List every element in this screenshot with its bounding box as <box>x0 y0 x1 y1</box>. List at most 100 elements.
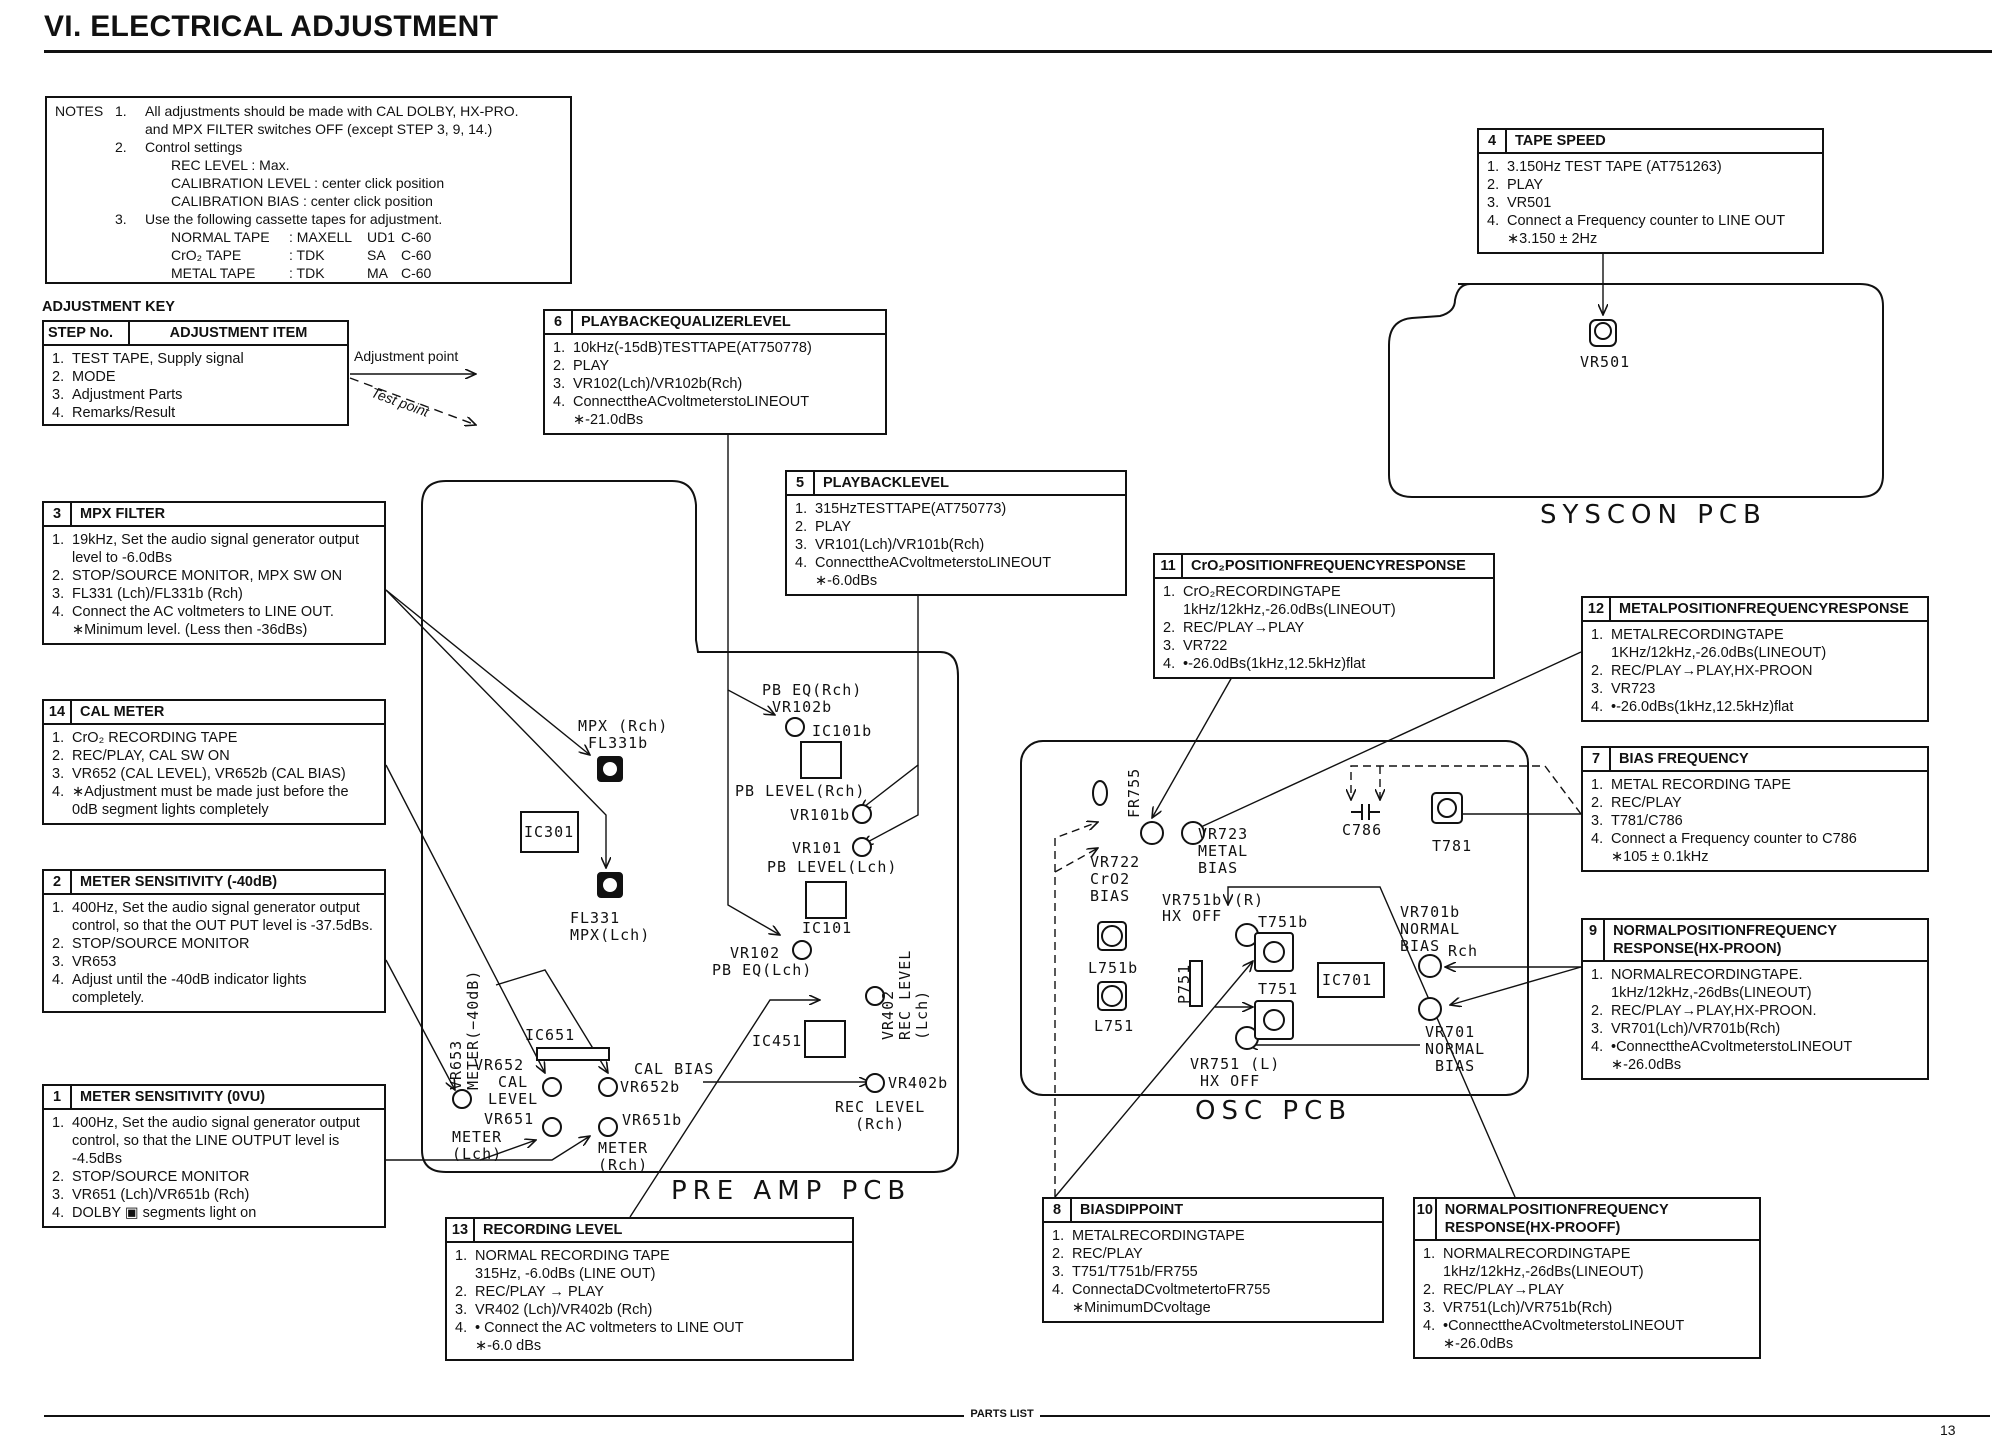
step-item: 4.•-26.0dBs(1kHz,12.5kHz)flat <box>1591 699 1794 715</box>
step-item: 1.19kHz, Set the audio signal generator … <box>52 532 359 566</box>
step-item: ∗105 ± 0.1kHz <box>1611 849 1709 865</box>
step-item: 3.T781/C786 <box>1591 813 1683 829</box>
step-number: 8 <box>1044 1199 1072 1221</box>
label-vr723: VR723 METAL BIAS <box>1198 825 1249 877</box>
step-item: 2.REC/PLAY→PLAY <box>1423 1282 1565 1298</box>
step-title: CrO₂POSITIONFREQUENCYRESPONSE <box>1191 558 1466 574</box>
step-item: 4.ConnecttheACvoltmeterstoLINEOUT <box>795 555 1052 571</box>
adjustment-key-table: STEP No.ADJUSTMENT ITEM 1.TEST TAPE, Sup… <box>42 320 349 426</box>
step-title: RECORDING LEVEL <box>483 1222 623 1238</box>
label-meter-rch: METER (Rch) <box>598 1139 649 1174</box>
capacitor-c786 <box>1351 804 1380 820</box>
step-item: 1kHz/12kHz,-26dBs(LINEOUT) <box>1611 985 1812 1001</box>
step-item: 3.VR751(Lch)/VR751b(Rch) <box>1423 1300 1613 1316</box>
step-item: ∗Minimum level. (Less then -36dBs) <box>72 622 308 638</box>
label-vr651: VR651 <box>484 1110 535 1128</box>
label-l751: L751 <box>1094 1017 1135 1035</box>
label-ic101: IC101 <box>802 919 853 937</box>
step-item: 2.REC/PLAY→PLAY,HX-PROON <box>1591 663 1813 679</box>
step-item: ∗MinimumDCvoltage <box>1072 1300 1211 1316</box>
step-item: 3.T751/T751b/FR755 <box>1052 1264 1198 1280</box>
label-c786: C786 <box>1342 821 1383 839</box>
step-number: 6 <box>545 311 573 333</box>
step-title: NORMALPOSITIONFREQUENCY RESPONSE(HX-PROO… <box>1613 923 1837 957</box>
step-number: 13 <box>447 1219 475 1241</box>
footer-section-label: PARTS LIST <box>970 1408 1034 1420</box>
step-item: 2.REC/PLAY <box>1591 795 1682 811</box>
step-item: ∗-6.0dBs <box>815 573 878 589</box>
label-ic451: IC451 <box>752 1032 803 1050</box>
step-title: METER SENSITIVITY (-40dB) <box>80 874 278 890</box>
step-item: 1.315HzTESTTAPE(AT750773) <box>795 501 1007 517</box>
step-item: 1.3.150Hz TEST TAPE (AT751263) <box>1487 159 1722 175</box>
step-item: 315Hz, -6.0dBs (LINE OUT) <box>475 1266 656 1282</box>
step-item: 4.∗Adjustment must be made just before t… <box>52 784 349 818</box>
step-title: BIASDIPPOINT <box>1080 1202 1184 1218</box>
step-item: 4.• Connect the AC voltmeters to LINE OU… <box>455 1320 744 1336</box>
step-item: 4.•ConnecttheACvoltmeterstoLINEOUT <box>1423 1318 1685 1334</box>
footer-divider-left <box>44 1415 964 1417</box>
label-vr402b: VR402b <box>888 1074 949 1092</box>
step-item: 1.10kHz(-15dB)TESTTAPE(AT750778) <box>553 340 812 356</box>
step-header: 4 TAPE SPEED <box>1479 130 1822 154</box>
step-item: 3.VR652 (CAL LEVEL), VR652b (CAL BIAS) <box>52 766 346 782</box>
step-item: 1kHz/12kHz,-26.0dBs(LINEOUT) <box>1183 602 1396 618</box>
label-fl331: FL331 MPX(Lch) <box>570 909 651 944</box>
step-item: 2.REC/PLAY→PLAY <box>1163 620 1305 636</box>
label-rch: Rch <box>1448 942 1479 960</box>
preamp-pcb-label: PRE AMP PCB <box>671 1176 912 1206</box>
label-vr751: VR751 (L) HX OFF <box>1190 1055 1281 1090</box>
page-title: VI. ELECTRICAL ADJUSTMENT <box>44 10 499 43</box>
label-vr722: VR722 CrO2 BIAS <box>1090 853 1141 905</box>
step-number: 12 <box>1583 598 1611 620</box>
label-t751: T751 <box>1258 980 1299 998</box>
step-item: 4.Connect a Frequency counter to LINE OU… <box>1487 213 1786 229</box>
step-item: 4.Connect the AC voltmeters to LINE OUT. <box>52 604 334 620</box>
step-item: 4.•ConnecttheACvoltmeterstoLINEOUT <box>1591 1039 1853 1055</box>
step-item: 2.REC/PLAY, CAL SW ON <box>52 748 230 764</box>
label-vr701: VR701 NORMAL BIAS <box>1425 1023 1486 1075</box>
step-header: 2 METER SENSITIVITY (-40dB) <box>44 871 384 895</box>
label-ic301: IC301 <box>524 823 575 841</box>
step-title: PLAYBACKLEVEL <box>823 475 949 491</box>
label-vr751b: VR751b <box>1162 891 1223 909</box>
step-number: 2 <box>44 871 72 893</box>
step-number: 10 <box>1415 1199 1437 1239</box>
step-title: TAPE SPEED <box>1515 133 1606 149</box>
step-title: METALPOSITIONFREQUENCYRESPONSE <box>1619 601 1909 617</box>
label-t751b: T751b <box>1258 913 1309 931</box>
step-number: 4 <box>1479 130 1507 152</box>
step-item: 4.•-26.0dBs(1kHz,12.5kHz)flat <box>1163 656 1366 672</box>
step-item: 2.STOP/SOURCE MONITOR <box>52 936 250 952</box>
step-title: MPX FILTER <box>80 506 166 522</box>
step-item: 2.REC/PLAY→PLAY,HX-PROON. <box>1591 1003 1817 1019</box>
step-item: 2.REC/PLAY → PLAY <box>455 1284 604 1300</box>
label-ic651: IC651 <box>525 1026 576 1044</box>
step-item: 4.Adjust until the -40dB indicator light… <box>52 972 307 1006</box>
step-item: 3.VR651 (Lch)/VR651b (Rch) <box>52 1187 250 1203</box>
notes-label: NOTES <box>55 103 104 119</box>
step-number: 11 <box>1155 555 1183 577</box>
label-ic701: IC701 <box>1322 971 1373 989</box>
label-ic101b: IC101b <box>812 722 873 740</box>
label-vr101b: VR101b <box>790 806 851 824</box>
step-item: 3.VR653 <box>52 954 117 970</box>
page-number: 13 <box>1940 1422 1956 1438</box>
title-divider <box>44 50 1992 53</box>
step-item: 2.STOP/SOURCE MONITOR, MPX SW ON <box>52 568 343 584</box>
step-item: ∗-26.0dBs <box>1443 1336 1514 1352</box>
label-vr402: VR402 REC LEVEL (Lch) <box>879 949 931 1040</box>
